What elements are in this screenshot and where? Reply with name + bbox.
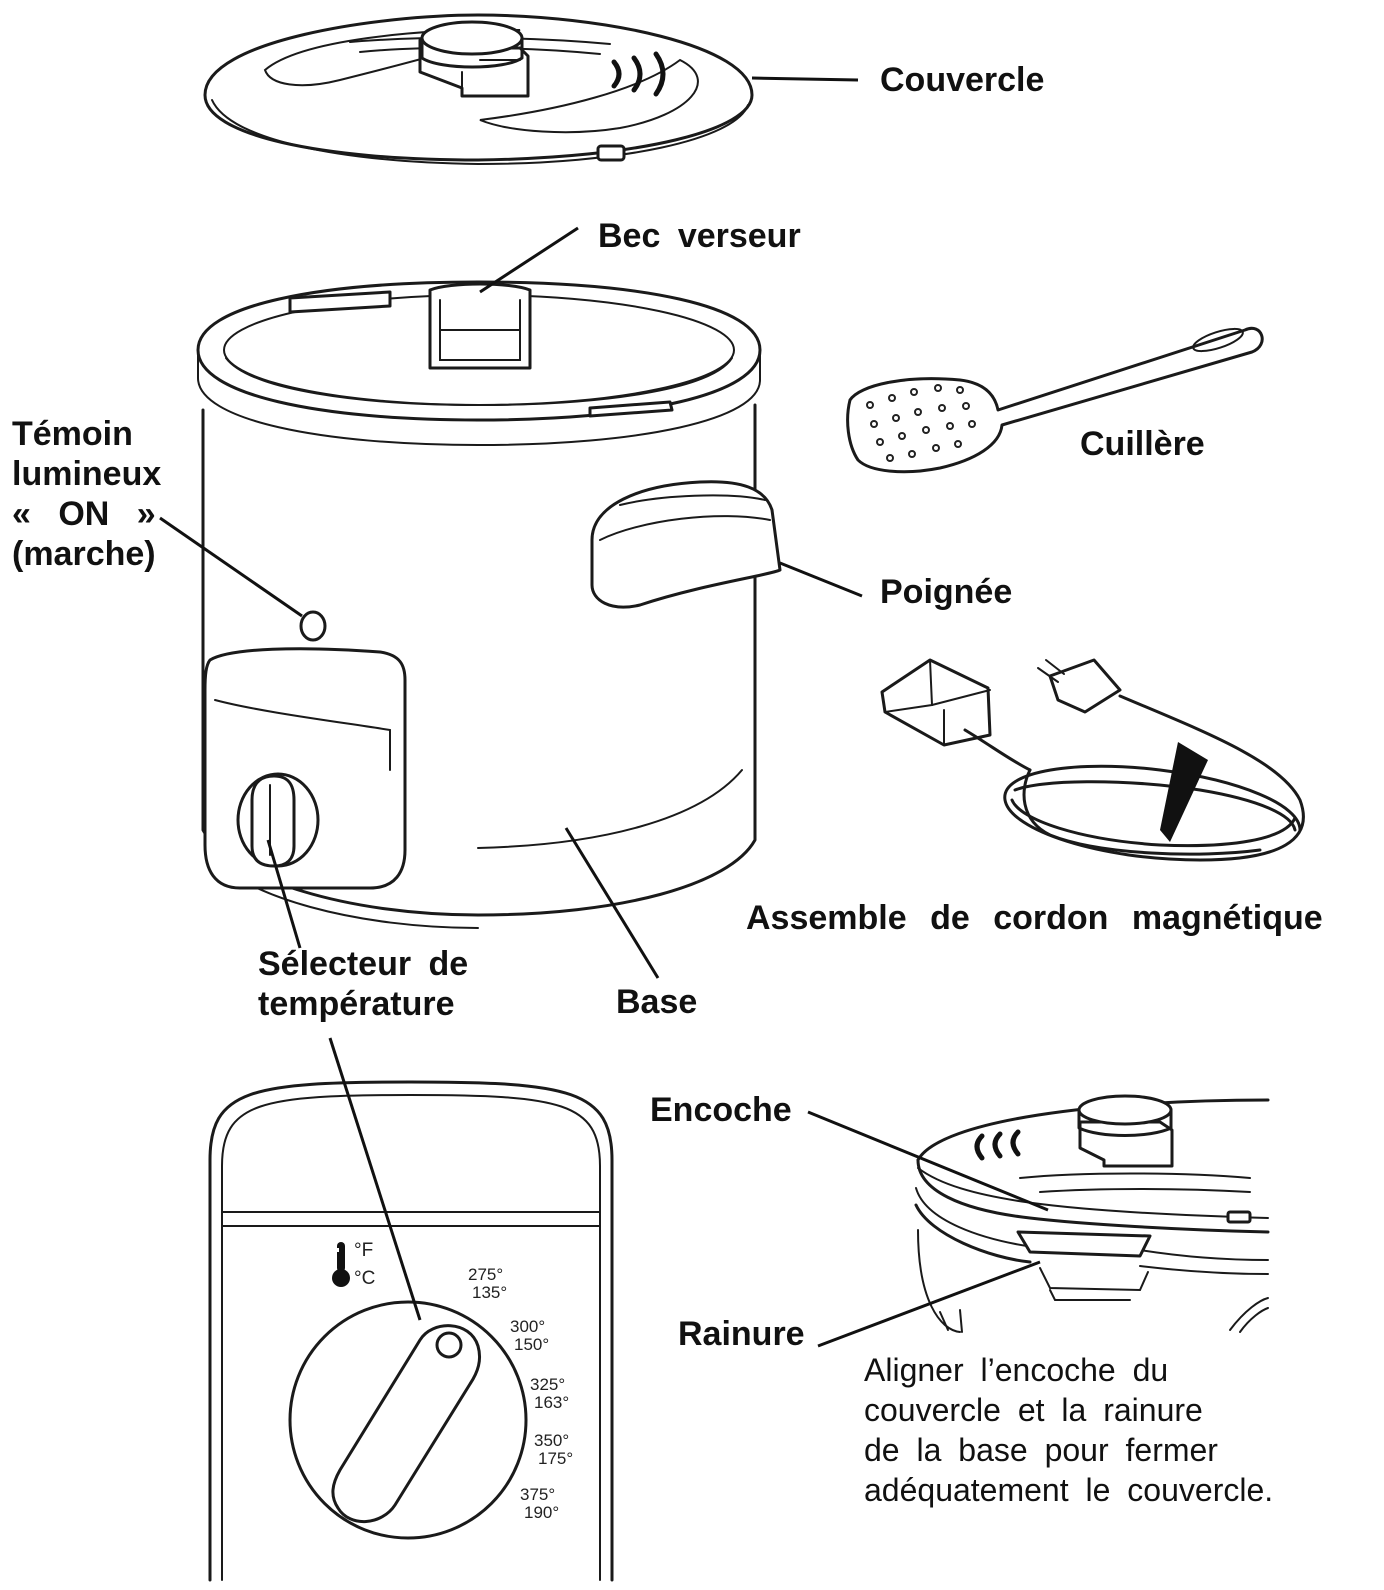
label-rainure: Rainure <box>678 1314 805 1354</box>
dial-setting-f: 300° <box>510 1317 545 1336</box>
label-line: lumineux <box>12 454 161 494</box>
dial-setting-c: 163° <box>534 1393 569 1412</box>
dial-setting-f: 375° <box>520 1485 555 1504</box>
label-bec-verseur: Bec verseur <box>598 216 801 256</box>
label-couvercle: Couvercle <box>880 60 1044 100</box>
label-cuillere: Cuillère <box>1080 424 1205 464</box>
label-encoche: Encoche <box>650 1090 792 1130</box>
label-line: température <box>258 984 468 1024</box>
label-poignee: Poignée <box>880 572 1012 612</box>
label-line: Sélecteur de <box>258 944 468 984</box>
label-line: « ON » <box>12 494 161 534</box>
dial-setting-c: 135° <box>472 1283 507 1302</box>
note-line: couvercle et la rainure <box>864 1390 1273 1430</box>
thermometer-icon <box>332 1242 350 1287</box>
dial-setting-c: 175° <box>538 1449 573 1468</box>
dial-setting-f: 325° <box>530 1375 565 1394</box>
label-cordon: Assemble de cordon magnétique <box>746 898 1323 938</box>
note-line: adéquatement le couvercle. <box>864 1470 1273 1510</box>
lid-alignment-closeup <box>916 1096 1268 1332</box>
label-line: Témoin <box>12 414 161 454</box>
unit-f: °F <box>354 1240 373 1261</box>
unit-c: °C <box>354 1268 375 1289</box>
dial-setting-f: 275° <box>468 1265 503 1284</box>
magnetic-cord-illustration <box>882 660 1303 860</box>
label-base: Base <box>616 982 697 1022</box>
label-line: (marche) <box>12 534 161 574</box>
dial-setting-f: 350° <box>534 1431 569 1450</box>
alignment-note: Aligner l’encoche du couvercle et la rai… <box>864 1350 1273 1510</box>
dial-setting-c: 190° <box>524 1503 559 1522</box>
note-line: Aligner l’encoche du <box>864 1350 1273 1390</box>
label-selecteur: Sélecteur de température <box>258 944 468 1024</box>
dial-setting-c: 150° <box>514 1335 549 1354</box>
lid-illustration <box>205 15 752 164</box>
note-line: de la base pour fermer <box>864 1430 1273 1470</box>
temperature-dial-closeup: °F °C 275° 135° 300° 150° 325° 163° 350°… <box>210 1082 612 1580</box>
label-temoin-lumineux: Témoin lumineux « ON » (marche) <box>12 414 161 574</box>
